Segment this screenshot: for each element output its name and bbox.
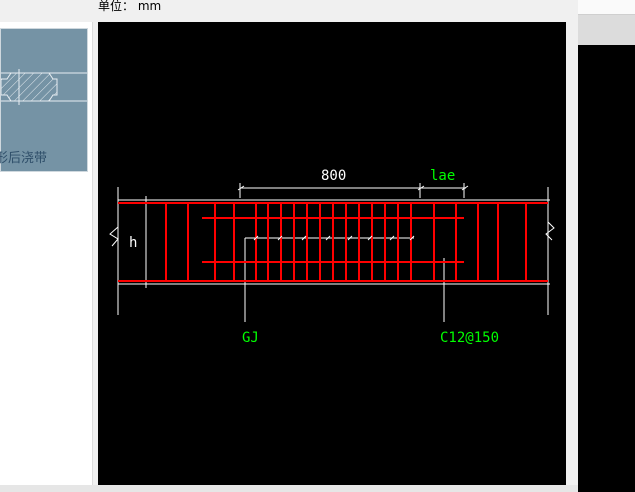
label-rebar-spec: C12@150 — [440, 330, 499, 346]
beam-outline — [109, 183, 555, 322]
right-canvas-edge — [578, 0, 635, 492]
thumbnail-label: 形后浇带 — [0, 151, 48, 166]
leader-ticks — [253, 235, 415, 241]
drawing-canvas[interactable]: 800 lae h GJ C12@150 — [98, 22, 566, 485]
rebar-group — [118, 202, 548, 282]
rebar-drawing: 800 lae h GJ C12@150 — [109, 168, 555, 346]
thumbnail-card[interactable]: 形后浇带 — [0, 28, 88, 172]
dimension-800: 800 — [321, 168, 346, 184]
thumbnail-illustration — [0, 69, 87, 105]
panel-divider — [566, 0, 578, 492]
left-thumbnail-panel: 形后浇带 — [0, 22, 93, 492]
dimension-lae: lae — [430, 168, 455, 184]
right-toolbar-strip — [578, 15, 635, 45]
label-gj: GJ — [242, 330, 259, 346]
height-label: h — [129, 235, 137, 251]
bottom-edge — [0, 485, 578, 492]
unit-label: 单位： mm — [98, 0, 162, 13]
right-top-bar — [578, 0, 635, 15]
